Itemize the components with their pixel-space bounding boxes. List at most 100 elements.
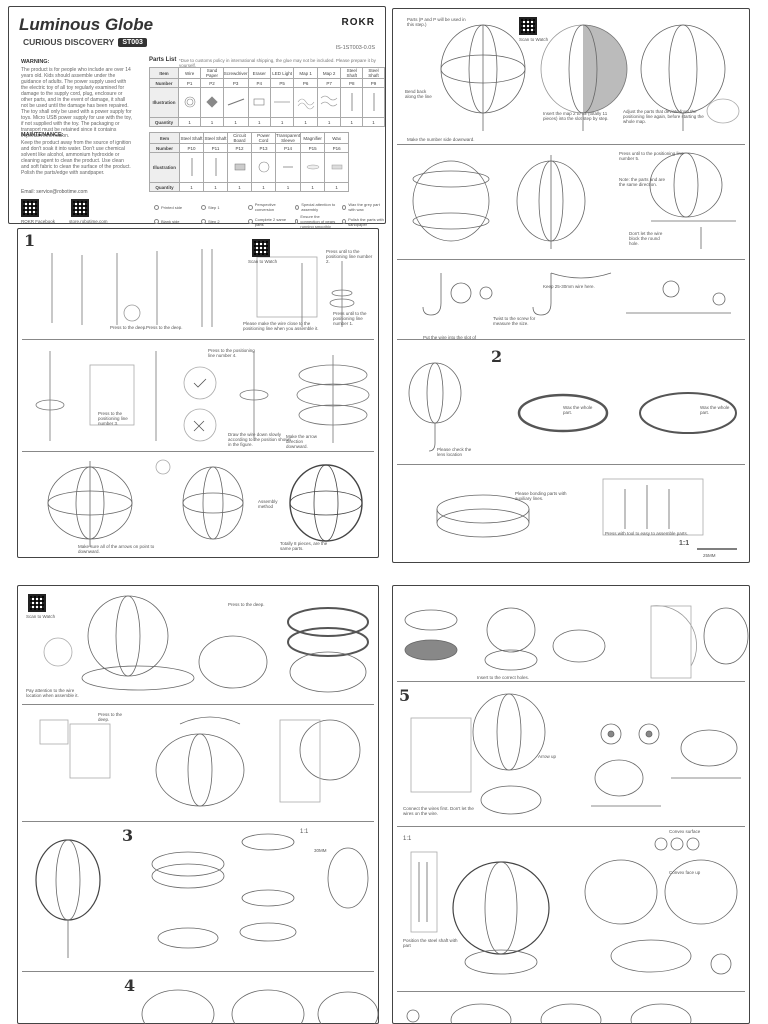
symbol-legend: Printed side Step 1 Perspective conversi…: [154, 202, 387, 229]
part-number: P16: [324, 143, 350, 153]
part-number: P1: [177, 78, 202, 88]
part-quantity: 1: [227, 182, 252, 192]
part-number: P13: [251, 143, 276, 153]
globe-assembly-illustration: [410, 837, 738, 975]
section-divider: [397, 464, 745, 465]
eraser-illustration: [247, 87, 271, 118]
gear-base-illustration: [410, 693, 741, 815]
brand-logo: ROKR: [341, 17, 375, 28]
globe-map-insertion-illustration: [440, 24, 740, 131]
caption: Press to the deep.: [98, 712, 123, 722]
warning-heading: WARNING:: [21, 59, 50, 65]
part-name: Map 2: [316, 67, 342, 79]
part-quantity: 1: [222, 117, 249, 127]
magnifier-illustration: [300, 152, 326, 183]
parts-table-1: Item Wire Sand Paper Screwdriver Eraser …: [149, 67, 385, 127]
store-qr-code[interactable]: [71, 199, 89, 217]
step-number: 4: [124, 976, 136, 995]
part-name: Map 1: [293, 67, 318, 79]
section-divider: [22, 971, 374, 972]
caption: Put the wire into the slot of: [423, 335, 477, 340]
part-quantity: 1: [177, 117, 202, 127]
led-illustration: [269, 87, 295, 118]
step-3-4-page: Scan to Watch Press to the deep. Pay att…: [17, 585, 379, 1024]
part-quantity: 1: [316, 117, 342, 127]
steel-shaft-illustration: [179, 152, 204, 183]
globe-ring-illustration: [412, 152, 736, 249]
map2-illustration: [316, 87, 342, 118]
caption: Scan to Watch: [26, 614, 56, 619]
watch-video-qr[interactable]: [252, 239, 270, 257]
caption: Press until to the positioning line numb…: [619, 151, 684, 161]
step-1-page: 1 Scan to Watch Press to the deep. Press…: [17, 228, 379, 558]
part-name: Steel Shaft: [203, 132, 228, 144]
caption: Convex surface: [669, 829, 701, 834]
part-number: P11: [203, 143, 228, 153]
caption: Convex face up: [669, 870, 701, 875]
measurement-label: 25MM: [703, 553, 716, 558]
part-number: P15: [300, 143, 326, 153]
caption: Twist to the screw for measure the size.: [493, 316, 536, 326]
legend-item: Step 2: [201, 214, 246, 229]
warning-text: The product is for people who include ar…: [21, 67, 133, 139]
part-number: P12: [227, 143, 252, 153]
part-quantity: 1: [179, 182, 204, 192]
caption: Connect the wires first. Don't let the w…: [403, 806, 474, 816]
watch-video-qr[interactable]: [28, 594, 46, 612]
caption: Insert the map 2 to 12 (totally 11 piece…: [543, 111, 609, 121]
facebook-qr-code[interactable]: [21, 199, 39, 217]
scale-label: 1:1: [300, 829, 309, 835]
series-name: CURIOUS DISCOVERY: [23, 37, 115, 47]
step-number: 3: [122, 826, 134, 845]
watch-video-qr[interactable]: [519, 17, 537, 35]
parts-row-illustration: Illustration: [149, 87, 385, 118]
section-divider: [22, 704, 374, 705]
part-name: Steel Shaft: [340, 67, 364, 79]
circuit-board-illustration: [227, 152, 252, 183]
parts-row-number: Number P1 P2 P3 P4 P5 P6 P7 P8 P9: [149, 78, 385, 88]
parts-list-page: Luminous Globe CURIOUS DISCOVERY ST003 R…: [8, 6, 386, 229]
part-number: P3: [222, 78, 249, 88]
caption: Arrow up: [538, 754, 557, 759]
part-quantity: 1: [340, 117, 364, 127]
part-name: Steel Shaft: [362, 67, 385, 79]
caption: Don't let the wire block the round hole.: [629, 231, 663, 246]
part-number: P8: [340, 78, 364, 88]
maintenance-text: Keep the product away from the source of…: [21, 140, 132, 176]
part-quantity: 1: [269, 117, 295, 127]
steel-shaft-illustration: [340, 87, 364, 118]
caption: Press to the positioning line number 4.: [208, 348, 255, 358]
section-divider: [22, 339, 374, 340]
parts-row-item: Item Wire Sand Paper Screwdriver Eraser …: [149, 67, 385, 79]
part-quantity: 1: [300, 182, 326, 192]
qr-label-facebook: ROKR Facebook: [21, 219, 56, 224]
legend-item: Complete 2 same parts: [248, 214, 293, 229]
parts-row-illustration: Illustration: [149, 152, 350, 183]
caption: Scan to Watch: [519, 37, 549, 42]
caption: Please make the wire close to the positi…: [243, 321, 319, 331]
caption: Draw the wire down slowly according to t…: [228, 432, 292, 447]
caption: Press to the positioning line number 3.: [98, 411, 128, 426]
legend-item: Special attention to assembly: [295, 202, 340, 212]
row-header: Number: [149, 78, 179, 88]
part-name: Eraser: [247, 67, 271, 79]
section-divider: [397, 339, 745, 340]
row-header: Number: [149, 143, 180, 153]
base-ring-illustration: [436, 478, 737, 550]
caption: Make sure all of the arrows on point to …: [78, 544, 155, 554]
part-number: P5: [269, 78, 295, 88]
step-number: 2: [491, 347, 503, 366]
caption: Please bonding parts with auxiliary line…: [515, 491, 567, 501]
part-name: Sand Paper: [200, 67, 224, 79]
steel-shaft-illustration: [203, 152, 228, 183]
wax-illustration: [324, 152, 350, 183]
parts-table-2: Item Steel Shaft Steel Shaft Circuit Boa…: [149, 132, 350, 192]
parts-list-note: *Due to customs policy in international …: [179, 58, 376, 68]
caption: Press to the deep.: [146, 325, 183, 330]
caption: Make the number side downward.: [407, 137, 475, 142]
product-subtitle: CURIOUS DISCOVERY ST003: [23, 37, 147, 47]
part-name: Transparent Sleeve: [274, 132, 302, 144]
ring-wax-illustration: [408, 362, 737, 452]
base-holes-illustration: [404, 605, 749, 679]
wire-hook-illustration: [422, 272, 731, 316]
